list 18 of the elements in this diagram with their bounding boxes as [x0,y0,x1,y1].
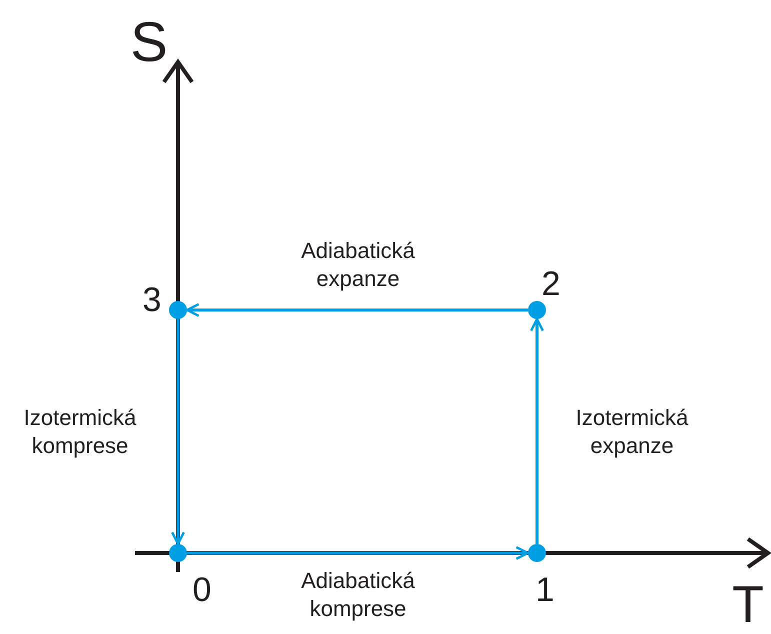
axis-label: S [130,14,168,70]
point-number: 3 [142,283,162,317]
state-point [528,544,546,562]
state-point [528,301,546,319]
edge-label: Adiabatická komprese [300,567,416,623]
point-number: 1 [536,573,554,607]
arrow [171,319,185,546]
edge-label: Izotermická komprese [22,404,138,460]
point-number: 0 [192,573,212,607]
axis-label: T [732,579,764,631]
state-point [169,301,187,319]
edge-label: Adiabatická expanze [300,237,416,293]
state-point [169,544,187,562]
arrow [186,303,528,317]
arrow [187,546,530,560]
arrow [530,318,544,544]
edge-label: Izotermická expanze [574,404,690,460]
point-number: 2 [542,267,560,301]
